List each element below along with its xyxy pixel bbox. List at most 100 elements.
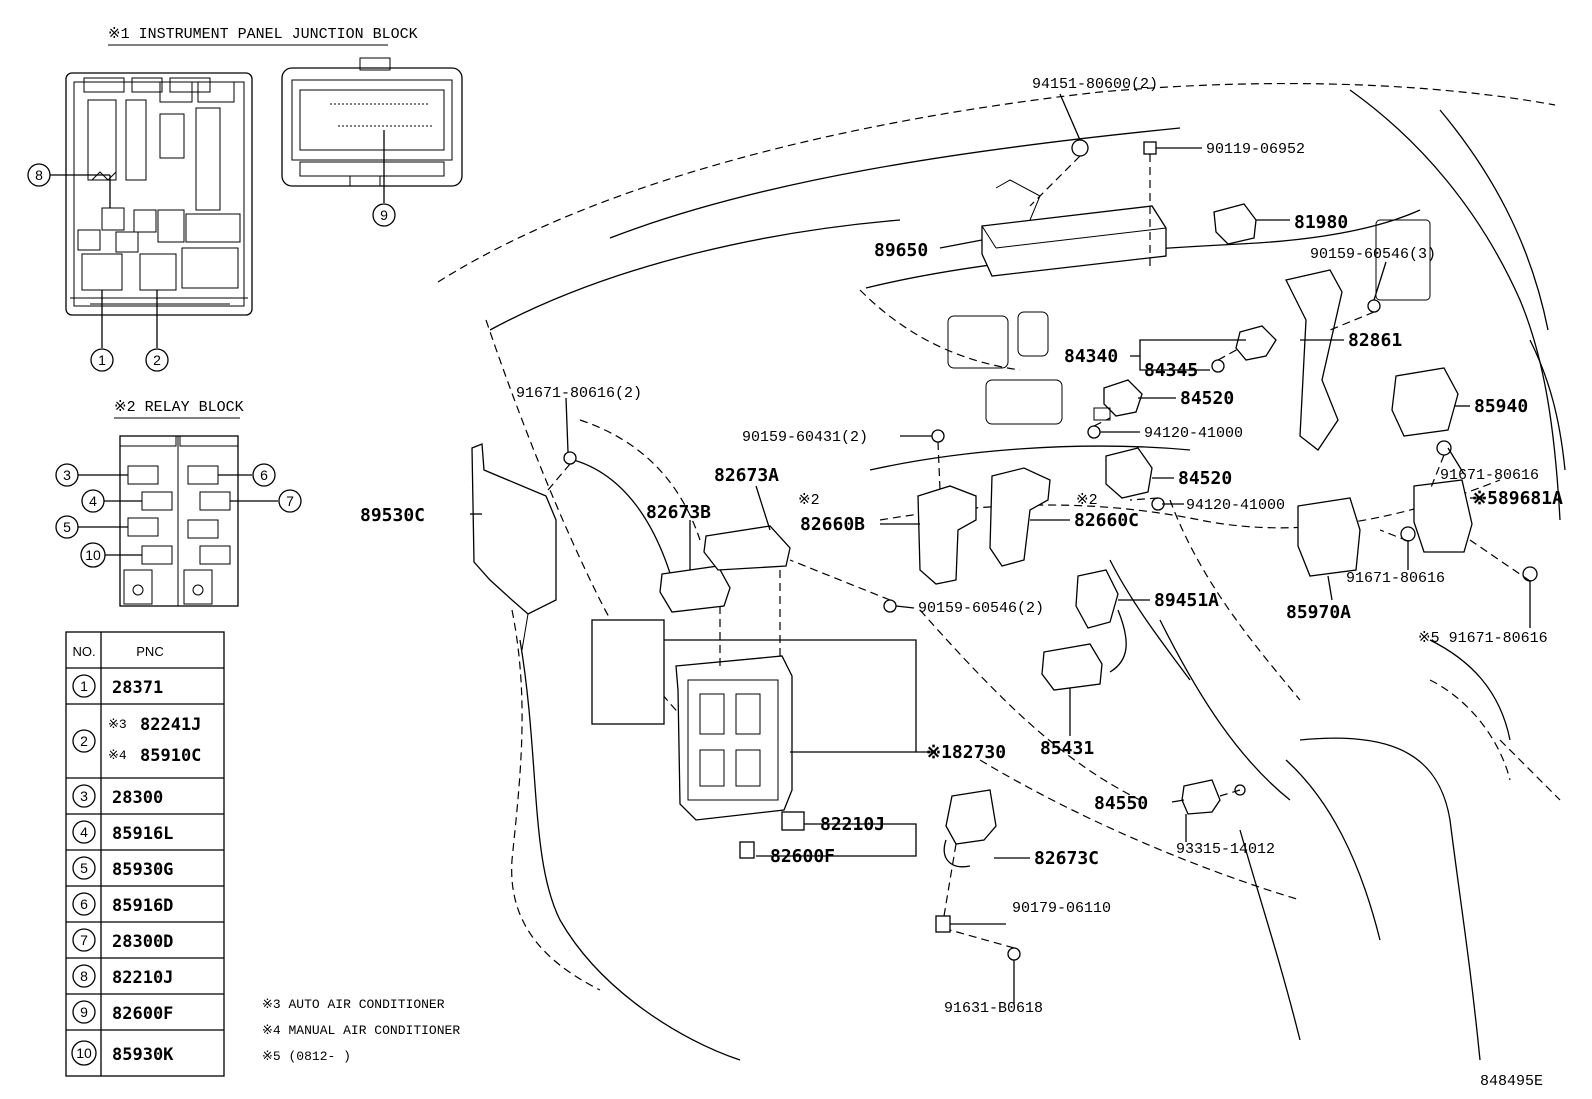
label-89681a: ※589681A	[1472, 488, 1563, 509]
label-marker-2-left: ※2	[798, 492, 820, 509]
label-85431: 85431	[1040, 738, 1094, 759]
svg-text:9: 9	[80, 1004, 88, 1020]
part-81980-sensor	[1213, 203, 1257, 245]
fastener-94151	[1071, 139, 1089, 157]
table-header-pnc: PNC	[136, 644, 163, 659]
label-91671-80616-5: ※5 91671-80616	[1418, 630, 1548, 647]
label-93315-14012: 93315-14012	[1176, 841, 1275, 858]
fastener-90179	[935, 915, 951, 933]
part-82673a-bracket	[703, 525, 791, 571]
callout-3: 3	[55, 463, 79, 487]
svg-text:10: 10	[76, 1045, 92, 1061]
fastener-90159-3	[1367, 299, 1381, 313]
table-row: 2 ※3 82241J ※4 85910C	[72, 715, 201, 766]
svg-text:8: 8	[80, 968, 88, 984]
svg-text:28371: 28371	[112, 678, 163, 698]
svg-text:85910C: 85910C	[140, 746, 201, 766]
svg-text:1: 1	[80, 678, 88, 694]
relay-block-title: ※2 RELAY BLOCK	[114, 399, 244, 416]
part-89681a-sensor	[1413, 479, 1473, 553]
fastener-91671-5	[1522, 566, 1538, 582]
fastener-90159-431	[931, 429, 945, 443]
table-row: 5 85930G	[72, 856, 173, 880]
part-84550-switch	[1181, 779, 1221, 815]
callout-8: 8	[27, 163, 51, 187]
label-82210j: 82210J	[820, 814, 885, 835]
fastener-90119	[1143, 141, 1157, 155]
label-90119-06952: 90119-06952	[1206, 141, 1305, 158]
part-85970a-module	[1297, 497, 1361, 577]
part-82861-bracket	[1285, 269, 1343, 451]
svg-text:28300D: 28300D	[112, 932, 173, 952]
part-89650-ecu	[981, 179, 1167, 277]
part-82673b-bracket	[659, 565, 731, 613]
callout-6: 6	[252, 463, 276, 487]
table-row: 8 82210J	[72, 964, 173, 988]
fastener-91631	[1007, 947, 1021, 961]
callout-7: 7	[278, 489, 302, 513]
part-85431-switch	[1041, 643, 1103, 691]
label-82660c: 82660C	[1074, 510, 1139, 531]
table-row: 1 28371	[72, 674, 163, 698]
part-84520-switch-upper	[1093, 379, 1143, 421]
part-82660b-bracket	[917, 485, 977, 585]
fastener-90159-2	[883, 599, 897, 613]
label-91671-80616-mid: 91671-80616	[1346, 570, 1445, 587]
label-82861: 82861	[1348, 330, 1402, 351]
table-row: 3 28300	[72, 784, 163, 808]
svg-text:10: 10	[85, 547, 101, 563]
label-89530c: 89530C	[360, 505, 425, 526]
svg-text:85930G: 85930G	[112, 860, 173, 880]
svg-text:8: 8	[35, 167, 43, 183]
leader-lines	[470, 93, 1531, 1004]
label-89451a: 89451A	[1154, 590, 1219, 611]
svg-text:※4: ※4	[108, 748, 127, 763]
assembly-lines	[547, 154, 1531, 949]
label-90179-06110: 90179-06110	[1012, 900, 1111, 917]
label-91671-80616-2: 91671-80616(2)	[516, 385, 642, 402]
fastener-91671-r	[1436, 440, 1452, 456]
label-90159-60546-3: 90159-60546(3)	[1310, 246, 1436, 263]
part-84520-switch-lower	[1105, 447, 1153, 499]
svg-text:2: 2	[80, 733, 88, 749]
part-85940-relay	[1391, 367, 1459, 437]
junction-connector-pins	[330, 103, 432, 127]
label-82673a: 82673A	[714, 465, 779, 486]
svg-text:6: 6	[260, 467, 268, 483]
fastener-84345	[1211, 359, 1225, 373]
part-82660c-bracket	[989, 467, 1051, 567]
svg-text:82600F: 82600F	[112, 1004, 173, 1024]
label-94120-41000-upper: 94120-41000	[1144, 425, 1243, 442]
junction-block-inset: ※1 INSTRUMENT PANEL JUNCTION BLOCK	[27, 26, 463, 372]
part-82210j-fuse	[781, 811, 805, 831]
part-82600f-fuse	[739, 841, 755, 859]
svg-text:9: 9	[380, 207, 388, 223]
svg-text:※3: ※3	[108, 717, 127, 732]
relay-block-inset: ※2 RELAY BLOCK 3 4	[55, 399, 302, 607]
svg-text:28300: 28300	[112, 788, 163, 808]
label-84520-lower: 84520	[1178, 468, 1232, 489]
table-row: 10 85930K	[71, 1040, 174, 1066]
svg-text:5: 5	[63, 519, 71, 535]
label-94151-80600: 94151-80600(2)	[1032, 76, 1158, 93]
label-89650: 89650	[874, 240, 928, 261]
svg-text:7: 7	[286, 493, 294, 509]
label-90159-60431-2: 90159-60431(2)	[742, 429, 868, 446]
table-row: 6 85916D	[72, 892, 173, 916]
label-85970a: 85970A	[1286, 602, 1351, 623]
label-84345: 84345	[1144, 360, 1198, 381]
label-91671-80616-right: 91671-80616	[1440, 467, 1539, 484]
part-labels: 94151-80600(2) 90119-06952 81980 89650 9…	[360, 76, 1563, 1017]
callout-10: 10	[80, 542, 106, 568]
table-row: 9 82600F	[72, 1000, 173, 1024]
svg-text:85916D: 85916D	[112, 896, 173, 916]
dashboard-outline	[437, 82, 1566, 1061]
diagram-id: 848495E	[1480, 1073, 1543, 1090]
callout-1: 1	[90, 348, 114, 372]
note-manual-ac: ※4 MANUAL AIR CONDITIONER	[262, 1023, 460, 1038]
label-marker-2-right: ※2	[1076, 492, 1098, 509]
table-row: 7 28300D	[72, 928, 173, 952]
svg-text:1: 1	[98, 352, 106, 368]
callout-5: 5	[55, 515, 79, 539]
